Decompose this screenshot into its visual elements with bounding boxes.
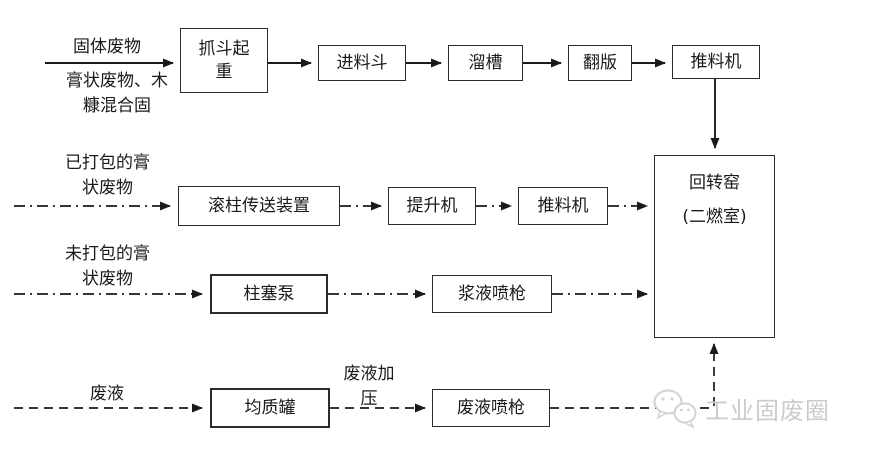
node-grab-crane: 抓斗起 重 — [180, 28, 268, 93]
label-paste-wood-mix: 膏状废物、木 糠混合固 — [66, 71, 168, 116]
node-rotary-kiln: 回转窑 (二燃室) — [654, 155, 775, 338]
node-feed-hopper: 进料斗 — [318, 45, 406, 81]
watermark: 工业固废圈 — [648, 386, 830, 430]
wechat-bubbles-icon — [653, 389, 697, 429]
watermark-text: 工业固废圈 — [705, 396, 830, 425]
node-pusher-2: 推料机 — [518, 187, 608, 225]
node-roller-conveyor: 滚柱传送装置 — [178, 186, 340, 226]
label-liquid-pressurize: 废液加 压 — [343, 364, 395, 409]
node-plunger-pump: 柱塞泵 — [210, 274, 328, 314]
node-homogenizing-tank: 均质罐 — [210, 388, 330, 428]
node-chute: 溜槽 — [448, 45, 523, 81]
node-elevator: 提升机 — [388, 187, 476, 225]
node-pusher-1: 推料机 — [672, 45, 760, 79]
node-waste-liquid-spray-gun: 废液喷枪 — [432, 389, 550, 427]
label-packed-paste: 已打包的膏 状废物 — [65, 153, 150, 198]
node-slurry-spray-gun: 浆液喷枪 — [432, 275, 552, 313]
node-flip-plate: 翻版 — [568, 45, 632, 81]
label-solid-waste: 固体废物 — [73, 37, 141, 57]
label-unpacked-paste: 未打包的膏 状废物 — [65, 244, 150, 289]
label-waste-liquid: 废液 — [90, 384, 124, 404]
